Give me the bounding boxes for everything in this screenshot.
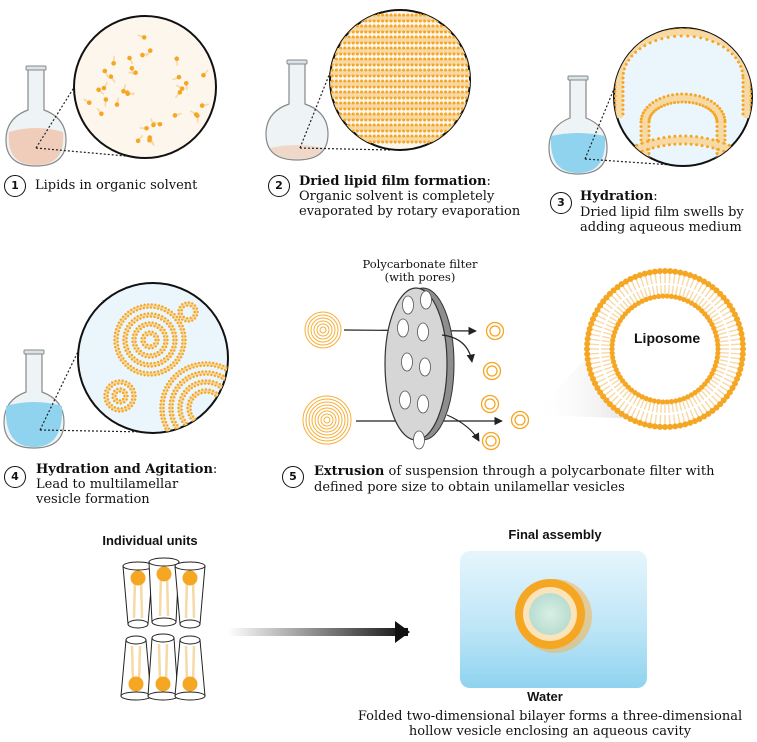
zoom-circle-1 xyxy=(73,15,217,159)
step-2-sep: : xyxy=(486,174,491,189)
step-4-number: 4 xyxy=(4,466,26,488)
extrusion-vesicles xyxy=(302,311,530,451)
caption-line-1: Folded two-dimensional bilayer forms a t… xyxy=(357,709,743,724)
step-5-title: Extrusion xyxy=(314,464,385,479)
step-5-desc-2: defined pore size to obtain unilamellar … xyxy=(314,480,625,495)
assembly-arrow-shaft xyxy=(228,628,408,636)
step-4-title: Hydration and Agitation xyxy=(36,462,213,477)
individual-units-label: Individual units xyxy=(102,533,198,548)
polycarbonate-filter xyxy=(384,287,455,450)
flask-1 xyxy=(5,65,67,167)
step-4-sep: : xyxy=(212,462,218,477)
step-1-number: 1 xyxy=(4,175,26,197)
step-3-desc-1: Dried lipid film swells by xyxy=(580,205,744,220)
filter-label-2: (with pores) xyxy=(384,270,456,284)
filter-label-1: Polycarbonate filter xyxy=(362,257,478,271)
step-2-title-line: Dried lipid film formation: xyxy=(299,174,491,189)
flask-2 xyxy=(265,59,329,161)
step-2-desc-1: Organic solvent is completely xyxy=(299,189,495,204)
multilamellar-vesicles xyxy=(103,301,228,433)
step-3-sep: : xyxy=(653,189,658,204)
liposome-bilayer xyxy=(584,268,746,430)
step-3-title: Hydration xyxy=(580,189,654,204)
free-lipids xyxy=(82,34,210,146)
step-5-number: 5 xyxy=(282,466,304,488)
step-4-title-line: Hydration and Agitation: xyxy=(36,462,217,477)
step-2-desc-2: evaporated by rotary evaporation xyxy=(299,204,521,219)
step-2-title: Dried lipid film formation xyxy=(299,174,487,189)
step-3-desc-2: adding aqueous medium xyxy=(580,220,742,235)
step-5-desc-1: of suspension through a polycarbonate fi… xyxy=(384,464,715,479)
step-2-number: 2 xyxy=(268,175,290,197)
step-3-title-line: Hydration: xyxy=(580,189,658,204)
flask-4 xyxy=(3,349,65,449)
aqueous-core xyxy=(529,593,571,635)
lipid-film-layers xyxy=(330,13,470,144)
assembly-arrow-head xyxy=(395,621,410,643)
liposome-label: Liposome xyxy=(634,330,701,346)
flask-3 xyxy=(548,75,608,175)
step-3-number: 3 xyxy=(550,192,572,214)
step-4-desc-2: vesicle formation xyxy=(36,492,150,507)
step-1-desc: Lipids in organic solvent xyxy=(35,178,198,193)
final-assembly-label: Final assembly xyxy=(508,527,602,542)
step-5-line-1: Extrusion of suspension through a polyca… xyxy=(314,464,714,479)
water-label: Water xyxy=(527,689,563,704)
caption-line-2: hollow vesicle enclosing an aqueous cavi… xyxy=(408,724,692,739)
step-4-desc-1: Lead to multilamellar xyxy=(36,477,179,492)
individual-lipid-units xyxy=(120,557,206,701)
